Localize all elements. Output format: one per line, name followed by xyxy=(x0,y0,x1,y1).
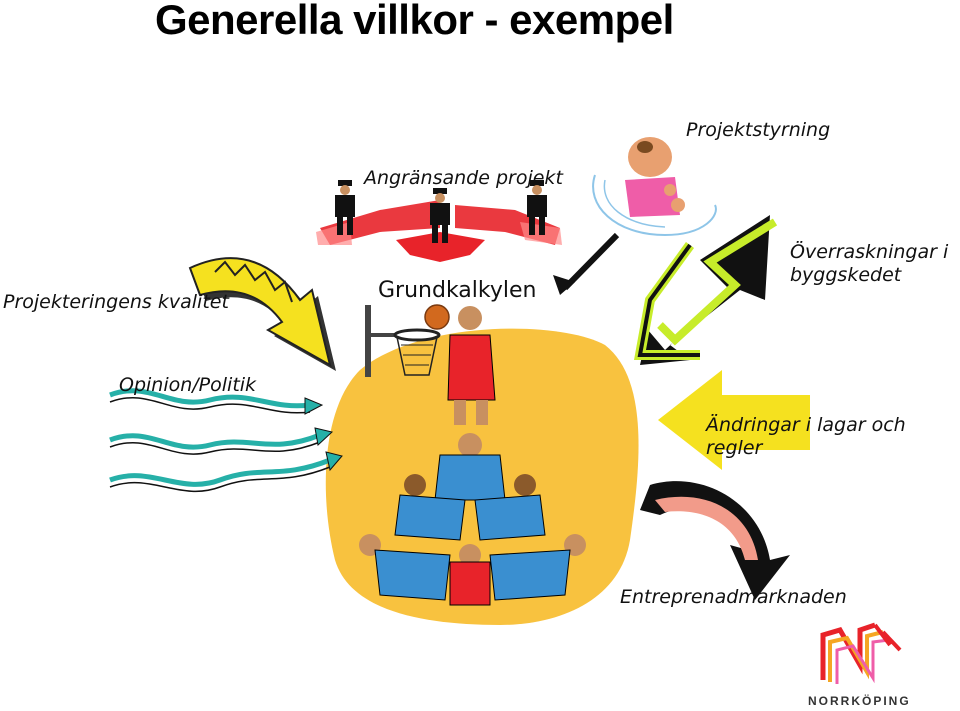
label-projektstyrning: Projektstyrning xyxy=(686,119,831,141)
norrkoping-logo-icon xyxy=(820,622,902,684)
manager-figure-icon xyxy=(592,137,717,237)
label-angransande: Angränsande projekt xyxy=(364,167,563,189)
slide-title: Generella villkor - exempel xyxy=(155,0,674,43)
police-figure-icon xyxy=(335,180,355,235)
logo-text: NORRKÖPING xyxy=(808,694,911,708)
label-andringar-1: Ändringar i lagar och xyxy=(706,414,906,436)
basketball-hoop-icon xyxy=(365,304,450,377)
label-opinion: Opinion/Politik xyxy=(119,374,257,396)
label-entreprenad: Entreprenadmarknaden xyxy=(620,586,847,608)
label-grundkalkylen: Grundkalkylen xyxy=(378,278,537,303)
police-figure-icon xyxy=(430,188,450,243)
label-overraskningar-2: byggskedet xyxy=(790,264,902,286)
police-figure-icon xyxy=(527,180,547,235)
label-overraskningar-1: Överraskningar i xyxy=(790,241,949,263)
label-andringar-2: regler xyxy=(706,437,763,459)
human-pyramid-icon xyxy=(359,306,586,606)
label-projektering: Projekteringens kvalitet xyxy=(3,291,229,313)
